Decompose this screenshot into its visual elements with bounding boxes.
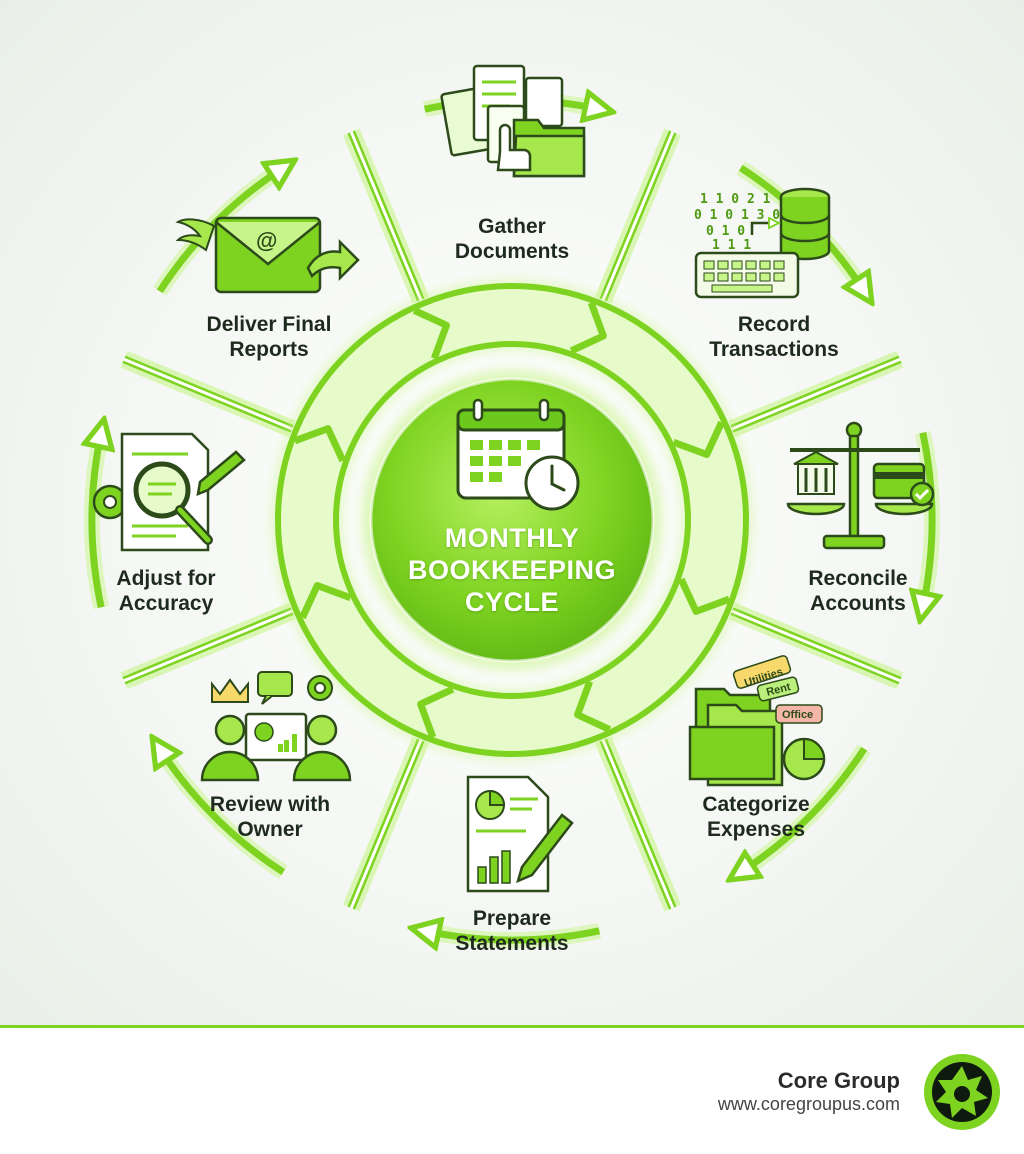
center-title-line-3: CYCLE — [464, 587, 559, 617]
step-label-reconcile-accounts: Reconcile Accounts — [808, 566, 907, 616]
outer-arrow — [160, 749, 286, 876]
step-label-line-2: Accounts — [810, 592, 906, 615]
step-label-line-2: Owner — [237, 818, 303, 841]
outer-arrow — [425, 931, 601, 940]
step-label-line-2: Accuracy — [118, 592, 214, 615]
step-label-deliver-final-reports: Deliver Final Reports — [207, 312, 332, 362]
database-keyboard-icon: 1 1 0 2 1 0 1 0 1 3 0 0 1 0 1 1 1 — [694, 187, 831, 299]
spoke-highlight — [123, 609, 293, 683]
step-label-adjust-for-accuracy: Adjust for Accuracy — [116, 566, 215, 616]
magnifier-document-icon — [92, 432, 246, 552]
documents-folder-icon — [440, 64, 586, 178]
winged-envelope-icon: @ — [175, 216, 360, 294]
step-label-categorize-expenses: Categorize Expenses — [702, 792, 809, 842]
step-label-record-transactions: Record Transactions — [709, 312, 839, 362]
ring-chevron — [672, 420, 725, 458]
office-tag: Office — [775, 704, 823, 724]
center-title-line-1: MONTHLY — [444, 523, 580, 553]
ring-chevron — [412, 307, 450, 360]
meeting-presentation-icon — [200, 671, 352, 782]
svg-text:Office: Office — [782, 709, 813, 721]
step-label-prepare-statements: Prepare Statements — [455, 906, 568, 956]
step-label-line-1: Adjust for — [116, 567, 216, 590]
step-label-line-1: Prepare — [472, 907, 552, 930]
spoke-highlight — [349, 131, 423, 301]
ring-chevron — [678, 577, 731, 615]
svg-text:1 1 1: 1 1 1 — [712, 238, 751, 253]
center-hub — [362, 370, 662, 670]
radial-spokes — [120, 128, 904, 912]
outer-arrow — [92, 433, 101, 609]
step-label-review-with-owner: Review with Owner — [210, 792, 330, 842]
spoke-highlight — [601, 131, 675, 301]
step-label-line-1: Deliver Final — [206, 313, 332, 336]
spoke-highlight — [123, 357, 293, 431]
step-label-line-1: Reconcile — [808, 567, 908, 590]
star-gear-logo-icon — [924, 1054, 1000, 1130]
ring-chevron — [299, 582, 352, 620]
calendar-clock-icon — [456, 398, 580, 511]
svg-text:@: @ — [256, 228, 277, 253]
step-label-line-1: Gather — [478, 215, 546, 238]
brand-name: Core Group — [777, 1068, 900, 1093]
report-pen-icon — [466, 775, 574, 893]
ring-chevron — [417, 686, 455, 739]
center-title-line-2: BOOKKEEPING — [407, 555, 617, 585]
ring-chevron — [574, 680, 612, 733]
step-label-line-1: Categorize — [702, 793, 810, 816]
outer-arrow — [923, 431, 932, 608]
svg-text:0 1 0: 0 1 0 — [706, 224, 745, 239]
step-label-line-2: Reports — [229, 338, 309, 361]
ring-chevron — [569, 301, 607, 354]
cycle-diagram: 1 1 0 2 1 0 1 0 1 3 0 0 1 0 1 1 1 — [0, 0, 1024, 1025]
outer-arrow — [741, 746, 868, 872]
rent-tag: Rent — [756, 676, 800, 702]
step-label-line-2: Transactions — [709, 338, 839, 361]
footer: Core Group www.coregroupus.com — [0, 1025, 1024, 1154]
spoke-highlight — [601, 739, 675, 909]
step-label-line-2: Statements — [455, 932, 569, 955]
ring-chevrons — [293, 301, 731, 739]
svg-text:Rent: Rent — [765, 681, 792, 699]
spoke-highlight — [731, 357, 901, 431]
spoke-highlight — [731, 609, 901, 683]
step-label-line-1: Record — [737, 313, 811, 336]
brand-url-link[interactable]: www.coregroupus.com — [717, 1094, 900, 1114]
diagram-graphics: 1 1 0 2 1 0 1 0 1 3 0 0 1 0 1 1 1 — [0, 64, 1024, 1025]
balance-scale-icon — [786, 421, 935, 550]
step-label-line-1: Review with — [209, 793, 331, 816]
svg-text:1 1 0 2 1: 1 1 0 2 1 — [700, 192, 771, 207]
cycle-ring — [272, 280, 752, 760]
svg-text:0 1 0 1 3 0: 0 1 0 1 3 0 — [694, 208, 780, 223]
center-title: MONTHLY BOOKKEEPING CYCLE — [408, 522, 616, 618]
folders-tags-icon: Utilities Rent Office — [688, 655, 826, 787]
step-label-line-2: Expenses — [706, 818, 806, 841]
ring-chevron — [293, 425, 346, 463]
spoke-highlight — [349, 739, 423, 909]
step-label-line-2: Documents — [454, 240, 570, 263]
step-label-gather-documents: Gather Documents — [455, 214, 569, 264]
